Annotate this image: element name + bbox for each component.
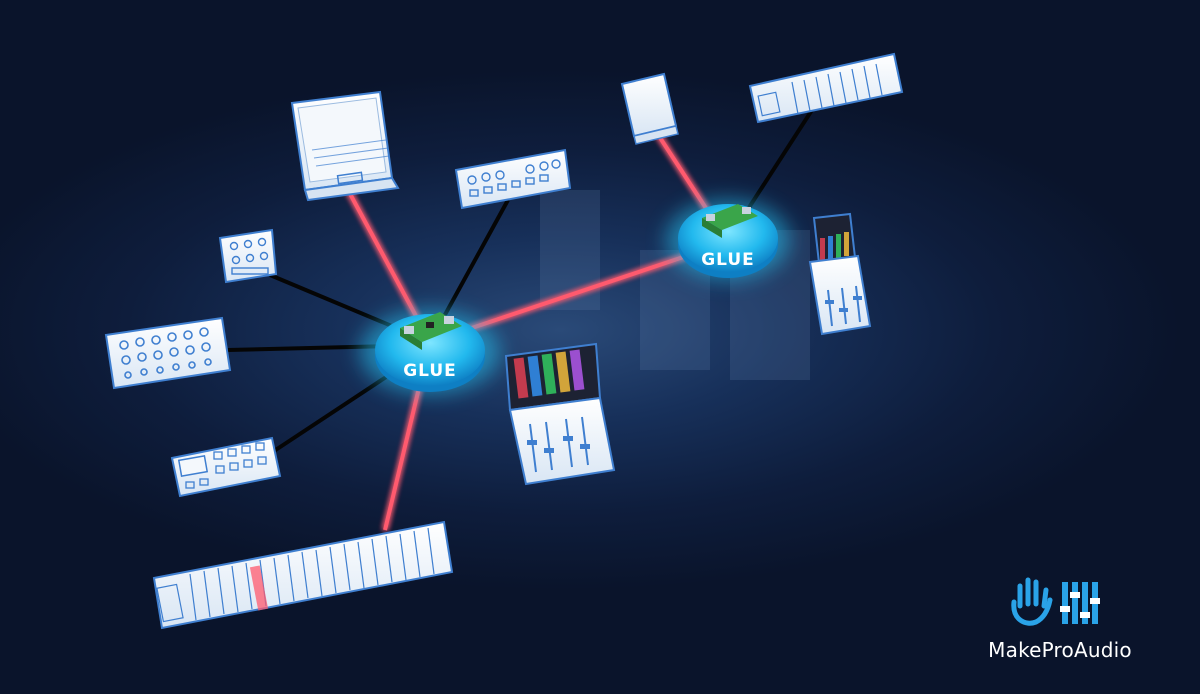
laptop-icon (290, 90, 400, 202)
brand-mark (1011, 577, 1100, 626)
raspberry-pi-icon (702, 204, 758, 238)
audio-interface-icon (620, 72, 679, 145)
hand-icon (1011, 577, 1053, 626)
keyboard-controller-icon (152, 520, 454, 630)
hub-label: GLUE (701, 250, 755, 270)
equalizer-icon (1060, 582, 1100, 624)
synth-module-icon (218, 228, 278, 284)
step-sequencer-icon (454, 148, 572, 210)
eurorack-module-icon (104, 316, 232, 390)
glue-hub-right[interactable]: GLUE (666, 200, 790, 280)
mini-keyboard-icon (748, 52, 904, 124)
tablet-mixer-icon (504, 342, 616, 486)
raspberry-pi-icon (400, 312, 462, 350)
drum-machine-icon (170, 436, 282, 498)
glue-hub-left[interactable]: GLUE (360, 310, 500, 394)
phone-mixer-icon (808, 212, 872, 336)
brand-name: MakeProAudio (988, 638, 1132, 662)
hub-label: GLUE (403, 361, 457, 381)
brand-logo: MakeProAudio (960, 572, 1160, 672)
